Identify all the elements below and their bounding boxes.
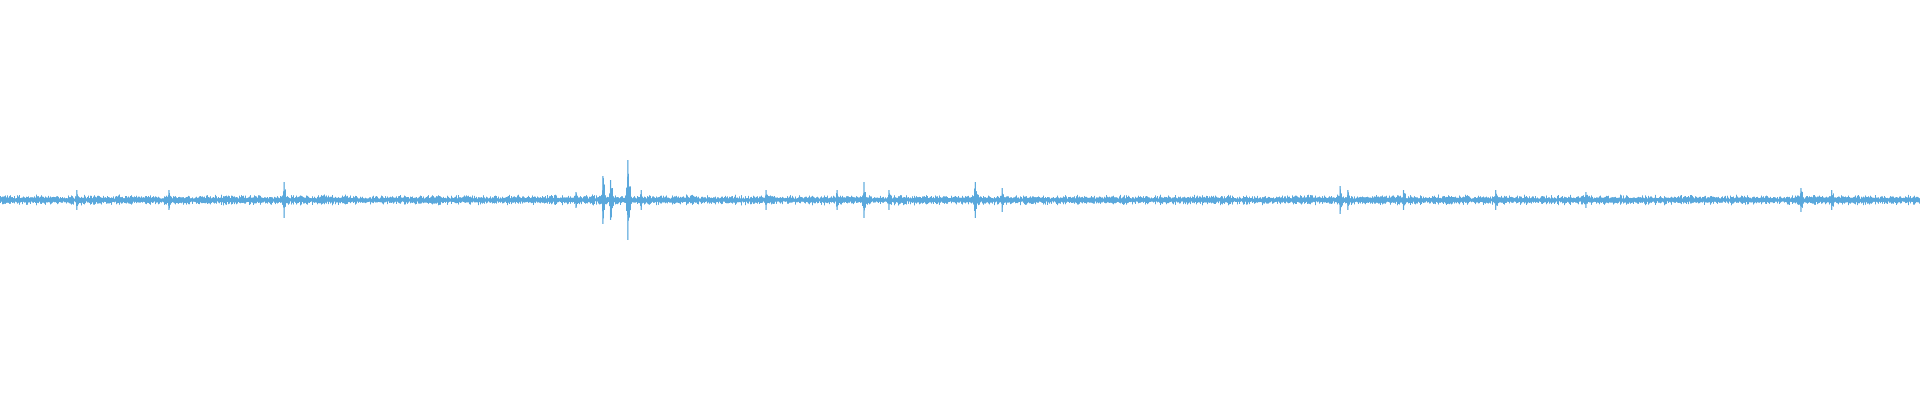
waveform-trace-group [0,160,1920,240]
waveform-trace [0,173,1920,221]
